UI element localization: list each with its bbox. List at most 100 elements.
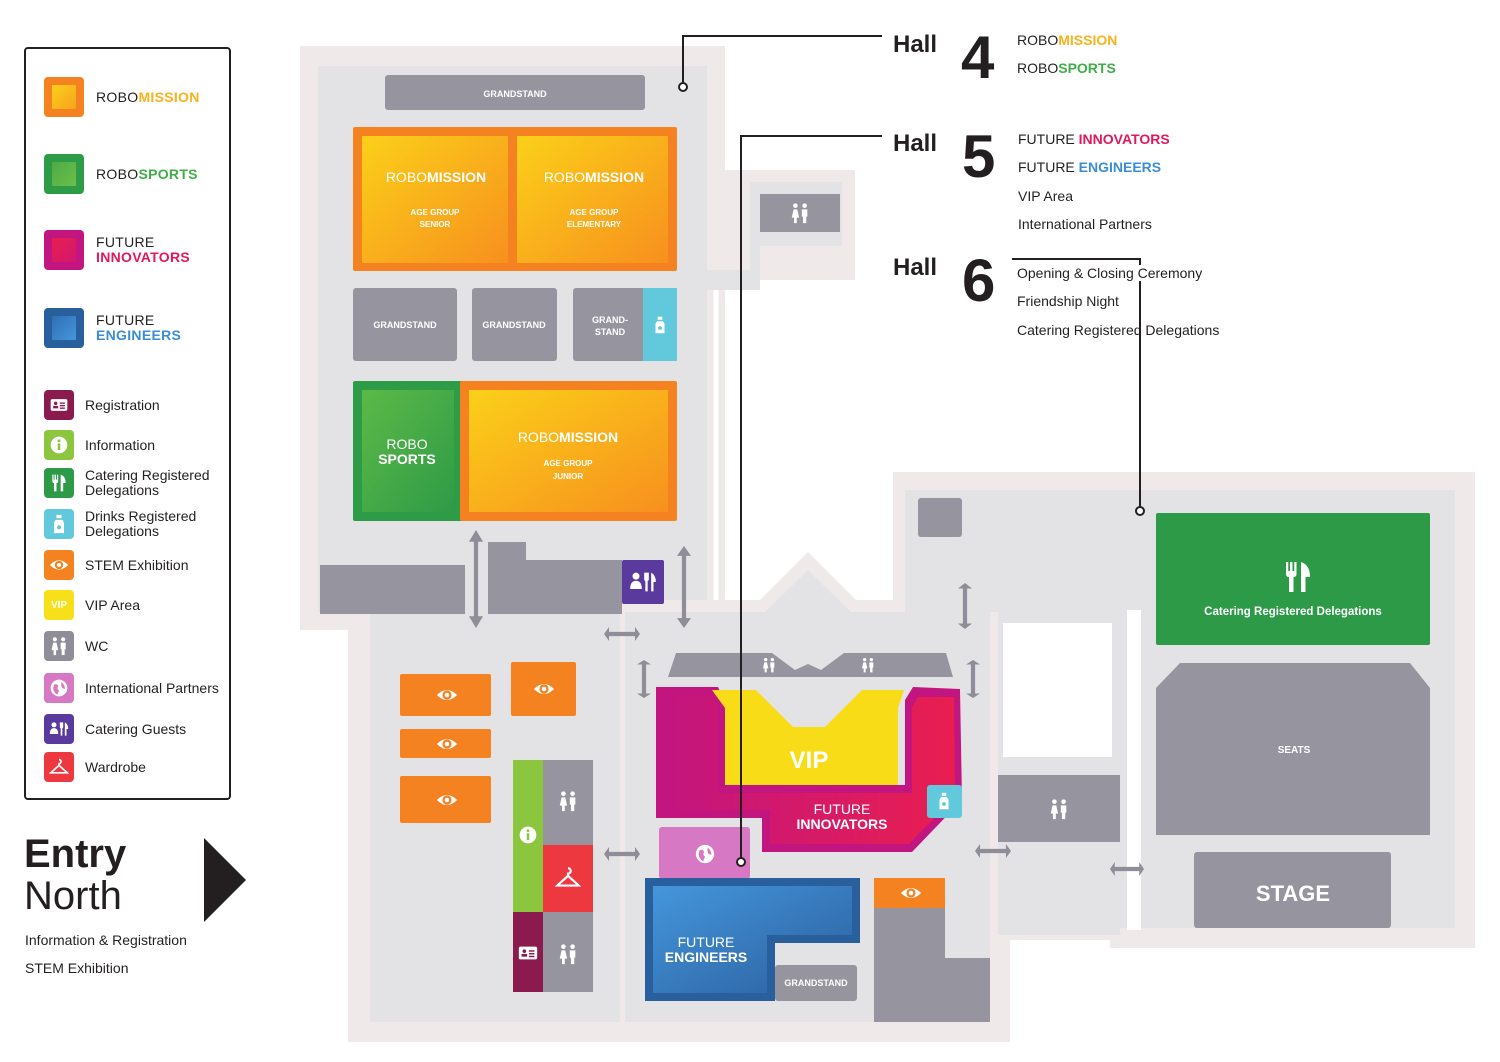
svg-text:GRAND-: GRAND-	[592, 315, 628, 325]
legend-item-label: Wardrobe	[85, 758, 146, 775]
stage: STAGE	[1194, 852, 1391, 928]
svg-text:ENGINEERS: ENGINEERS	[665, 949, 747, 965]
robosports-zone: ROBO SPORTS	[353, 381, 463, 521]
grandstand-top: GRANDSTAND	[385, 75, 645, 110]
label-suffix: MISSION	[138, 89, 200, 105]
legend-item-label: Catering Guests	[85, 720, 187, 737]
catering-guests-icon	[44, 714, 74, 744]
legend-item: Catering Guests	[44, 714, 225, 744]
svg-text:ROBO: ROBO	[386, 436, 427, 452]
hall-5-item: FUTURE INNOVATORS	[1018, 131, 1170, 147]
legend-item: International Partners	[44, 673, 225, 703]
legend-item: Information	[44, 430, 225, 460]
label-suffix: INNOVATORS	[96, 249, 191, 265]
entry-info-line: STEM Exhibition	[25, 960, 129, 976]
label-suffix: SPORTS	[138, 166, 198, 182]
svg-text:FUTURE: FUTURE	[814, 801, 871, 817]
hall-5-label: Hall	[893, 130, 938, 157]
label-suffix: ENGINEERS	[96, 327, 182, 343]
svg-text:ROBOMISSION: ROBOMISSION	[544, 169, 644, 185]
legend-item-label: STEM Exhibition	[85, 556, 189, 573]
svg-text:SPORTS: SPORTS	[378, 451, 436, 467]
svg-text:GRANDSTAND: GRANDSTAND	[483, 89, 547, 99]
legend-item-label: Information	[85, 436, 156, 453]
hall-6-leader	[1012, 258, 1141, 507]
robomission-swatch	[44, 77, 84, 117]
legend-item-label: WC	[85, 637, 109, 654]
hall-4-item: ROBOSPORTS	[1017, 60, 1116, 76]
seats-area: SEATS	[1156, 663, 1430, 835]
info-icon	[44, 430, 74, 460]
wc-icon	[44, 631, 74, 661]
wc-block	[998, 775, 1120, 842]
hall-6-label: Hall	[893, 254, 938, 281]
id-card-icon	[44, 390, 74, 420]
hall-5-leader	[740, 135, 882, 858]
legend-item: Registration	[44, 390, 225, 420]
svg-text:STAGE: STAGE	[1256, 881, 1330, 906]
vip-area: VIP	[712, 690, 904, 785]
svg-text:GRANDSTAND: GRANDSTAND	[482, 320, 546, 330]
entry-title: Entry	[24, 832, 127, 876]
svg-text:ROBOMISSION: ROBOMISSION	[386, 169, 486, 185]
hanger-icon	[44, 752, 74, 782]
vip-icon: VIP	[44, 590, 74, 620]
legend-item-label: International Partners	[85, 679, 219, 696]
hall-4-label: Hall	[893, 31, 938, 58]
bottle-icon	[44, 509, 74, 539]
entry-info-line: Information & Registration	[25, 932, 187, 948]
robosports-swatch	[44, 154, 84, 194]
innovators-swatch	[44, 230, 84, 270]
hall-5-number: 5	[962, 123, 996, 190]
id-card-icon	[518, 946, 538, 960]
globe-icon	[44, 673, 74, 703]
legend-item: Wardrobe	[44, 752, 225, 782]
label-prefix: ROBO	[96, 89, 139, 105]
legend-item: Catering Registered Delegations	[44, 468, 225, 498]
legend-item-label: Drinks Registered Delegations	[85, 508, 197, 539]
gray-block	[874, 908, 990, 1022]
svg-text:SENIOR: SENIOR	[420, 220, 451, 229]
room	[1003, 623, 1112, 757]
gray-block	[918, 498, 962, 537]
engineers-swatch	[44, 308, 84, 348]
svg-text:GRANDSTAND: GRANDSTAND	[784, 978, 848, 988]
legend-item-label: Registration	[85, 396, 160, 413]
svg-text:ROBOMISSION: ROBOMISSION	[518, 429, 618, 445]
label-prefix: FUTURE	[96, 234, 155, 250]
globe-icon	[695, 844, 715, 864]
hall-4-item: ROBOMISSION	[1017, 32, 1118, 48]
hall-5-item: FUTURE ENGINEERS	[1018, 159, 1162, 175]
label-prefix: FUTURE	[96, 312, 155, 328]
svg-text:STAND: STAND	[595, 327, 626, 337]
svg-text:AGE GROUP: AGE GROUP	[544, 459, 594, 468]
label-prefix: ROBO	[96, 166, 139, 182]
legend-item-label: Catering Registered Delegations	[85, 467, 210, 498]
wc-grandstand-bar	[668, 653, 953, 677]
legend-item: STEM Exhibition	[44, 550, 225, 580]
hall-4-leader	[682, 35, 882, 83]
catering-registered-delegations-zone: Catering Registered Delegations	[1156, 513, 1430, 645]
cutlery-icon	[44, 468, 74, 498]
wc-block	[760, 194, 840, 232]
info-icon	[519, 826, 537, 844]
hall-6-number: 6	[962, 247, 996, 314]
hall-6-item: Friendship Night	[1017, 293, 1119, 309]
grandstand-block	[775, 965, 857, 1001]
svg-text:JUNIOR: JUNIOR	[553, 472, 583, 481]
svg-text:Catering Registered Delegation: Catering Registered Delegations	[1204, 606, 1382, 618]
legend-item: Drinks Registered Delegations	[44, 509, 225, 539]
svg-text:FUTURE: FUTURE	[678, 934, 735, 950]
svg-text:AGE GROUP: AGE GROUP	[411, 208, 461, 217]
leader-lines	[678, 35, 1145, 867]
robomission-junior: ROBOMISSION AGE GROUP JUNIOR	[460, 381, 677, 521]
legend-item: WC	[44, 631, 225, 661]
svg-text:VIP: VIP	[790, 747, 829, 774]
